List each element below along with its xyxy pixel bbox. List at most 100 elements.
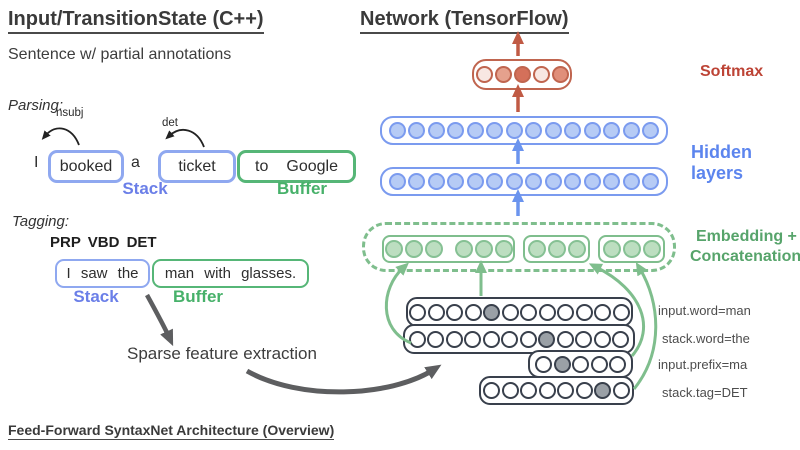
nsubj-arc-label: nsubj <box>56 107 84 119</box>
unit-circle <box>486 122 504 139</box>
sparse-to-features-arrow <box>245 364 442 395</box>
unit-circle <box>575 303 593 321</box>
unit-circle <box>404 240 423 258</box>
unit-circle <box>544 173 562 190</box>
unit-circle <box>466 122 484 139</box>
tag-stack-box: I saw the <box>55 259 150 288</box>
unit-circle <box>513 66 531 83</box>
unit-circle <box>594 303 612 321</box>
unit-circle <box>445 330 463 348</box>
tag-stack-label: Stack <box>73 287 119 306</box>
det-arc <box>165 129 205 148</box>
unit-circle <box>556 330 574 348</box>
unit-circle <box>572 355 589 373</box>
feature-label-stack-word: stack.word=the <box>662 331 750 346</box>
unit-circle <box>409 303 427 321</box>
unit-circle <box>519 330 537 348</box>
unit-circle <box>427 173 445 190</box>
unit-circle <box>520 303 538 321</box>
parse-stack-box-ticket: ticket <box>158 150 236 183</box>
unit-circle <box>547 240 566 258</box>
unit-circle <box>612 303 630 321</box>
unit-circle <box>642 240 661 258</box>
tag-buffer-text: man with glasses. <box>164 265 297 282</box>
footer-title: Feed-Forward SyntaxNet Architecture (Ove… <box>8 422 335 440</box>
hidden-layer-1-box <box>380 116 668 145</box>
unit-circle <box>564 173 582 190</box>
active-unit-circle <box>553 355 571 373</box>
unit-circle <box>527 240 546 258</box>
det-arc-label: det <box>162 117 178 129</box>
unit-circle <box>520 382 538 399</box>
softmax-label: Softmax <box>700 63 764 80</box>
right-title: Network (TensorFlow) <box>360 8 569 34</box>
unit-circle <box>464 303 482 321</box>
parse-token-I: I <box>34 154 39 171</box>
unit-circle <box>505 173 523 190</box>
feature-row-input-word <box>406 297 633 327</box>
softmax-layer-box <box>472 59 572 90</box>
unit-circle <box>474 240 493 258</box>
embedding-box-tag <box>598 235 665 263</box>
parse-buffer-label: Buffer <box>276 179 328 198</box>
unit-circle <box>466 173 484 190</box>
unit-circle <box>505 122 523 139</box>
feature-row-stack-tag <box>479 376 634 405</box>
unit-circle <box>482 330 500 348</box>
unit-circle <box>538 303 556 321</box>
unit-circle <box>642 173 660 190</box>
embedding-dashed-box <box>362 222 676 272</box>
tag-stack-text: I saw the <box>66 265 139 282</box>
embedding-box-words <box>382 235 515 263</box>
unit-circle <box>501 330 519 348</box>
unit-circle <box>557 303 575 321</box>
feature-row-input-prefix <box>528 350 633 378</box>
feature-label-stack-tag: stack.tag=DET <box>662 385 748 400</box>
unit-circle <box>464 330 482 348</box>
unit-circle <box>622 240 641 258</box>
parse-word-booked: booked <box>59 157 113 175</box>
embedding-group <box>384 240 443 258</box>
unit-circle <box>583 122 601 139</box>
unit-circle <box>583 173 601 190</box>
unit-circle <box>388 122 406 139</box>
unit-circle <box>538 382 556 399</box>
subtitle: Sentence w/ partial annotations <box>8 46 232 63</box>
unit-circle <box>446 303 464 321</box>
unit-circle <box>622 173 640 190</box>
unit-circle <box>567 240 586 258</box>
unit-circle <box>532 66 550 83</box>
parse-word-google: Google <box>286 157 338 175</box>
left-title: Input/TransitionState (C++) <box>8 8 264 34</box>
unit-circle <box>609 355 626 373</box>
unit-circle <box>501 303 519 321</box>
unit-circle <box>551 66 569 83</box>
unit-circle <box>593 330 611 348</box>
unit-circle <box>454 240 473 258</box>
unit-circle <box>525 173 543 190</box>
unit-circle <box>501 382 519 399</box>
parse-word-ticket: ticket <box>178 157 216 175</box>
unit-circle <box>602 240 621 258</box>
feature-label-input-word: input.word=man <box>658 303 751 318</box>
parse-word-to: to <box>255 157 269 175</box>
unit-circle <box>557 382 575 399</box>
unit-circle <box>388 173 406 190</box>
embedding-label-line2: Concatenation <box>690 248 800 265</box>
tag-buffer-box: man with glasses. <box>152 259 309 288</box>
active-unit-circle <box>538 330 556 348</box>
sparse-feature-extraction-label: Sparse feature extraction <box>127 344 317 363</box>
unit-circle <box>447 122 465 139</box>
unit-circle <box>486 173 504 190</box>
unit-circle <box>475 66 493 83</box>
embedding-box-prefix <box>523 235 590 263</box>
unit-circle <box>525 122 543 139</box>
unit-circle <box>427 122 445 139</box>
unit-circle <box>590 355 608 373</box>
nsubj-arc <box>41 127 80 146</box>
unit-circle <box>612 330 630 348</box>
unit-circle <box>544 122 562 139</box>
unit-circle <box>427 303 445 321</box>
embedding-group <box>454 240 513 258</box>
